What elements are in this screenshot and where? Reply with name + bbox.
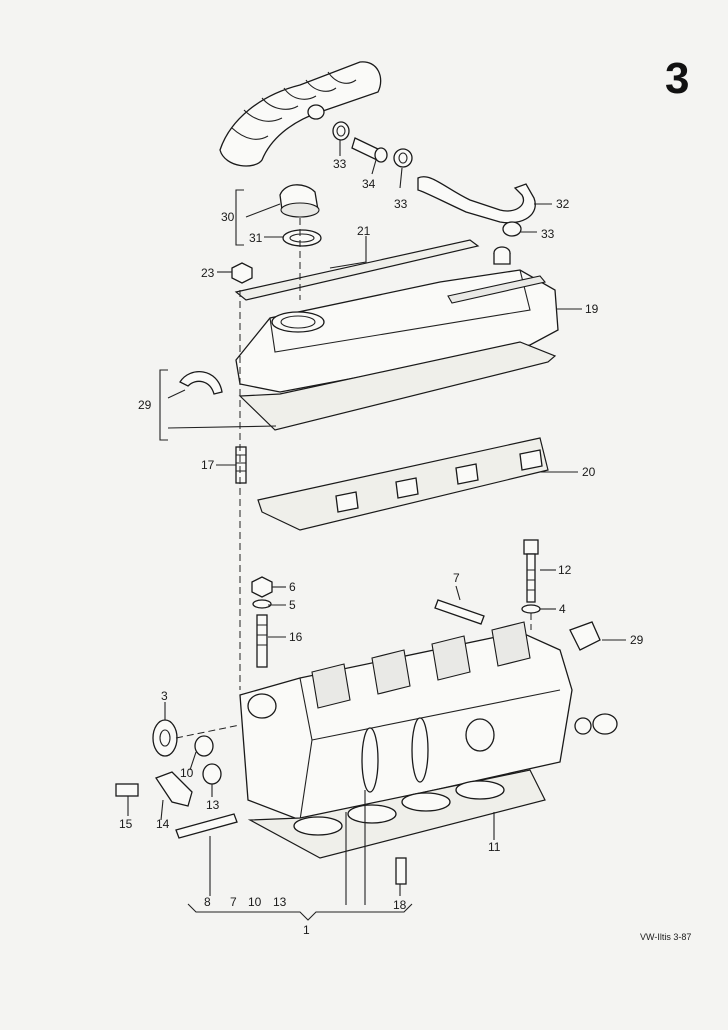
oil-deflector-plate xyxy=(257,437,549,531)
cover-nut xyxy=(231,262,253,284)
callout-3: 3 xyxy=(161,689,168,703)
half-moon-seal xyxy=(179,371,223,395)
callout-18: 18 xyxy=(393,898,407,912)
callout-21: 21 xyxy=(357,224,371,238)
callout-1: 1 xyxy=(303,923,310,937)
callout-6: 6 xyxy=(289,580,296,594)
filler-cap-seal xyxy=(282,229,322,247)
breather-hose xyxy=(219,61,382,167)
cover-stud xyxy=(235,446,247,484)
bolt-15 xyxy=(115,783,139,797)
manifold-nut xyxy=(251,576,273,598)
assembly-line-seal xyxy=(175,724,241,739)
callout-5: 5 xyxy=(289,598,296,612)
sensor-18 xyxy=(395,857,407,885)
callout-19: 19 xyxy=(585,302,599,316)
callout-32: 32 xyxy=(556,197,570,211)
callout-13-bottom: 13 xyxy=(273,895,287,909)
bracket-14 xyxy=(155,771,193,807)
callout-8: 8 xyxy=(204,895,211,909)
callout-10-bottom: 10 xyxy=(248,895,262,909)
head-gasket xyxy=(247,769,546,859)
bush-10 xyxy=(194,735,214,757)
callout-11: 11 xyxy=(488,840,501,854)
callout-4: 4 xyxy=(559,602,566,616)
callout-23: 23 xyxy=(201,266,215,280)
seal-ring-3 xyxy=(152,719,178,757)
callout-10: 10 xyxy=(180,766,194,780)
callout-17: 17 xyxy=(201,458,215,472)
callout-16: 16 xyxy=(289,630,303,644)
oil-filler-cap xyxy=(279,184,320,218)
stud-8 xyxy=(175,813,238,839)
callout-14: 14 xyxy=(156,817,170,831)
cylinder-head xyxy=(239,621,573,821)
bush-13 xyxy=(202,763,222,785)
callout-33-middle: 33 xyxy=(394,197,408,211)
exhaust-stud xyxy=(434,599,485,625)
page-number: 3 xyxy=(665,54,689,103)
valve-cover-gasket-bottom xyxy=(238,341,557,431)
breather-pipe xyxy=(417,176,536,224)
valve-cover xyxy=(235,246,559,393)
sealing-plug-right xyxy=(569,621,601,651)
callout-29-left: 29 xyxy=(138,398,152,412)
callout-33-upper: 33 xyxy=(333,157,347,171)
valve-cover-gasket-top xyxy=(234,239,480,301)
callout-33-lower: 33 xyxy=(541,227,555,241)
callout-7-top: 7 xyxy=(453,571,460,585)
callout-12: 12 xyxy=(558,563,572,577)
callout-20: 20 xyxy=(582,465,596,479)
callout-13: 13 xyxy=(206,798,220,812)
callout-30: 30 xyxy=(221,210,235,224)
plug-right-cyl xyxy=(574,713,618,735)
callout-34: 34 xyxy=(362,177,376,191)
hose-connector xyxy=(351,137,388,163)
callout-31: 31 xyxy=(249,231,263,245)
callout-7-bottom: 7 xyxy=(230,895,237,909)
manifold-washer xyxy=(252,599,272,609)
leader-lines xyxy=(127,140,626,921)
hose-clamp-upper xyxy=(332,121,350,141)
manifold-stud xyxy=(256,614,268,668)
head-bolt xyxy=(523,539,539,603)
hose-clamp-middle xyxy=(393,148,413,168)
callout-29-right: 29 xyxy=(630,633,644,647)
head-bolt-washer xyxy=(521,604,541,614)
footer-code: VW-Iltis 3-87 xyxy=(640,932,691,942)
hose-clamp-lower xyxy=(502,221,522,237)
callout-15: 15 xyxy=(119,817,133,831)
